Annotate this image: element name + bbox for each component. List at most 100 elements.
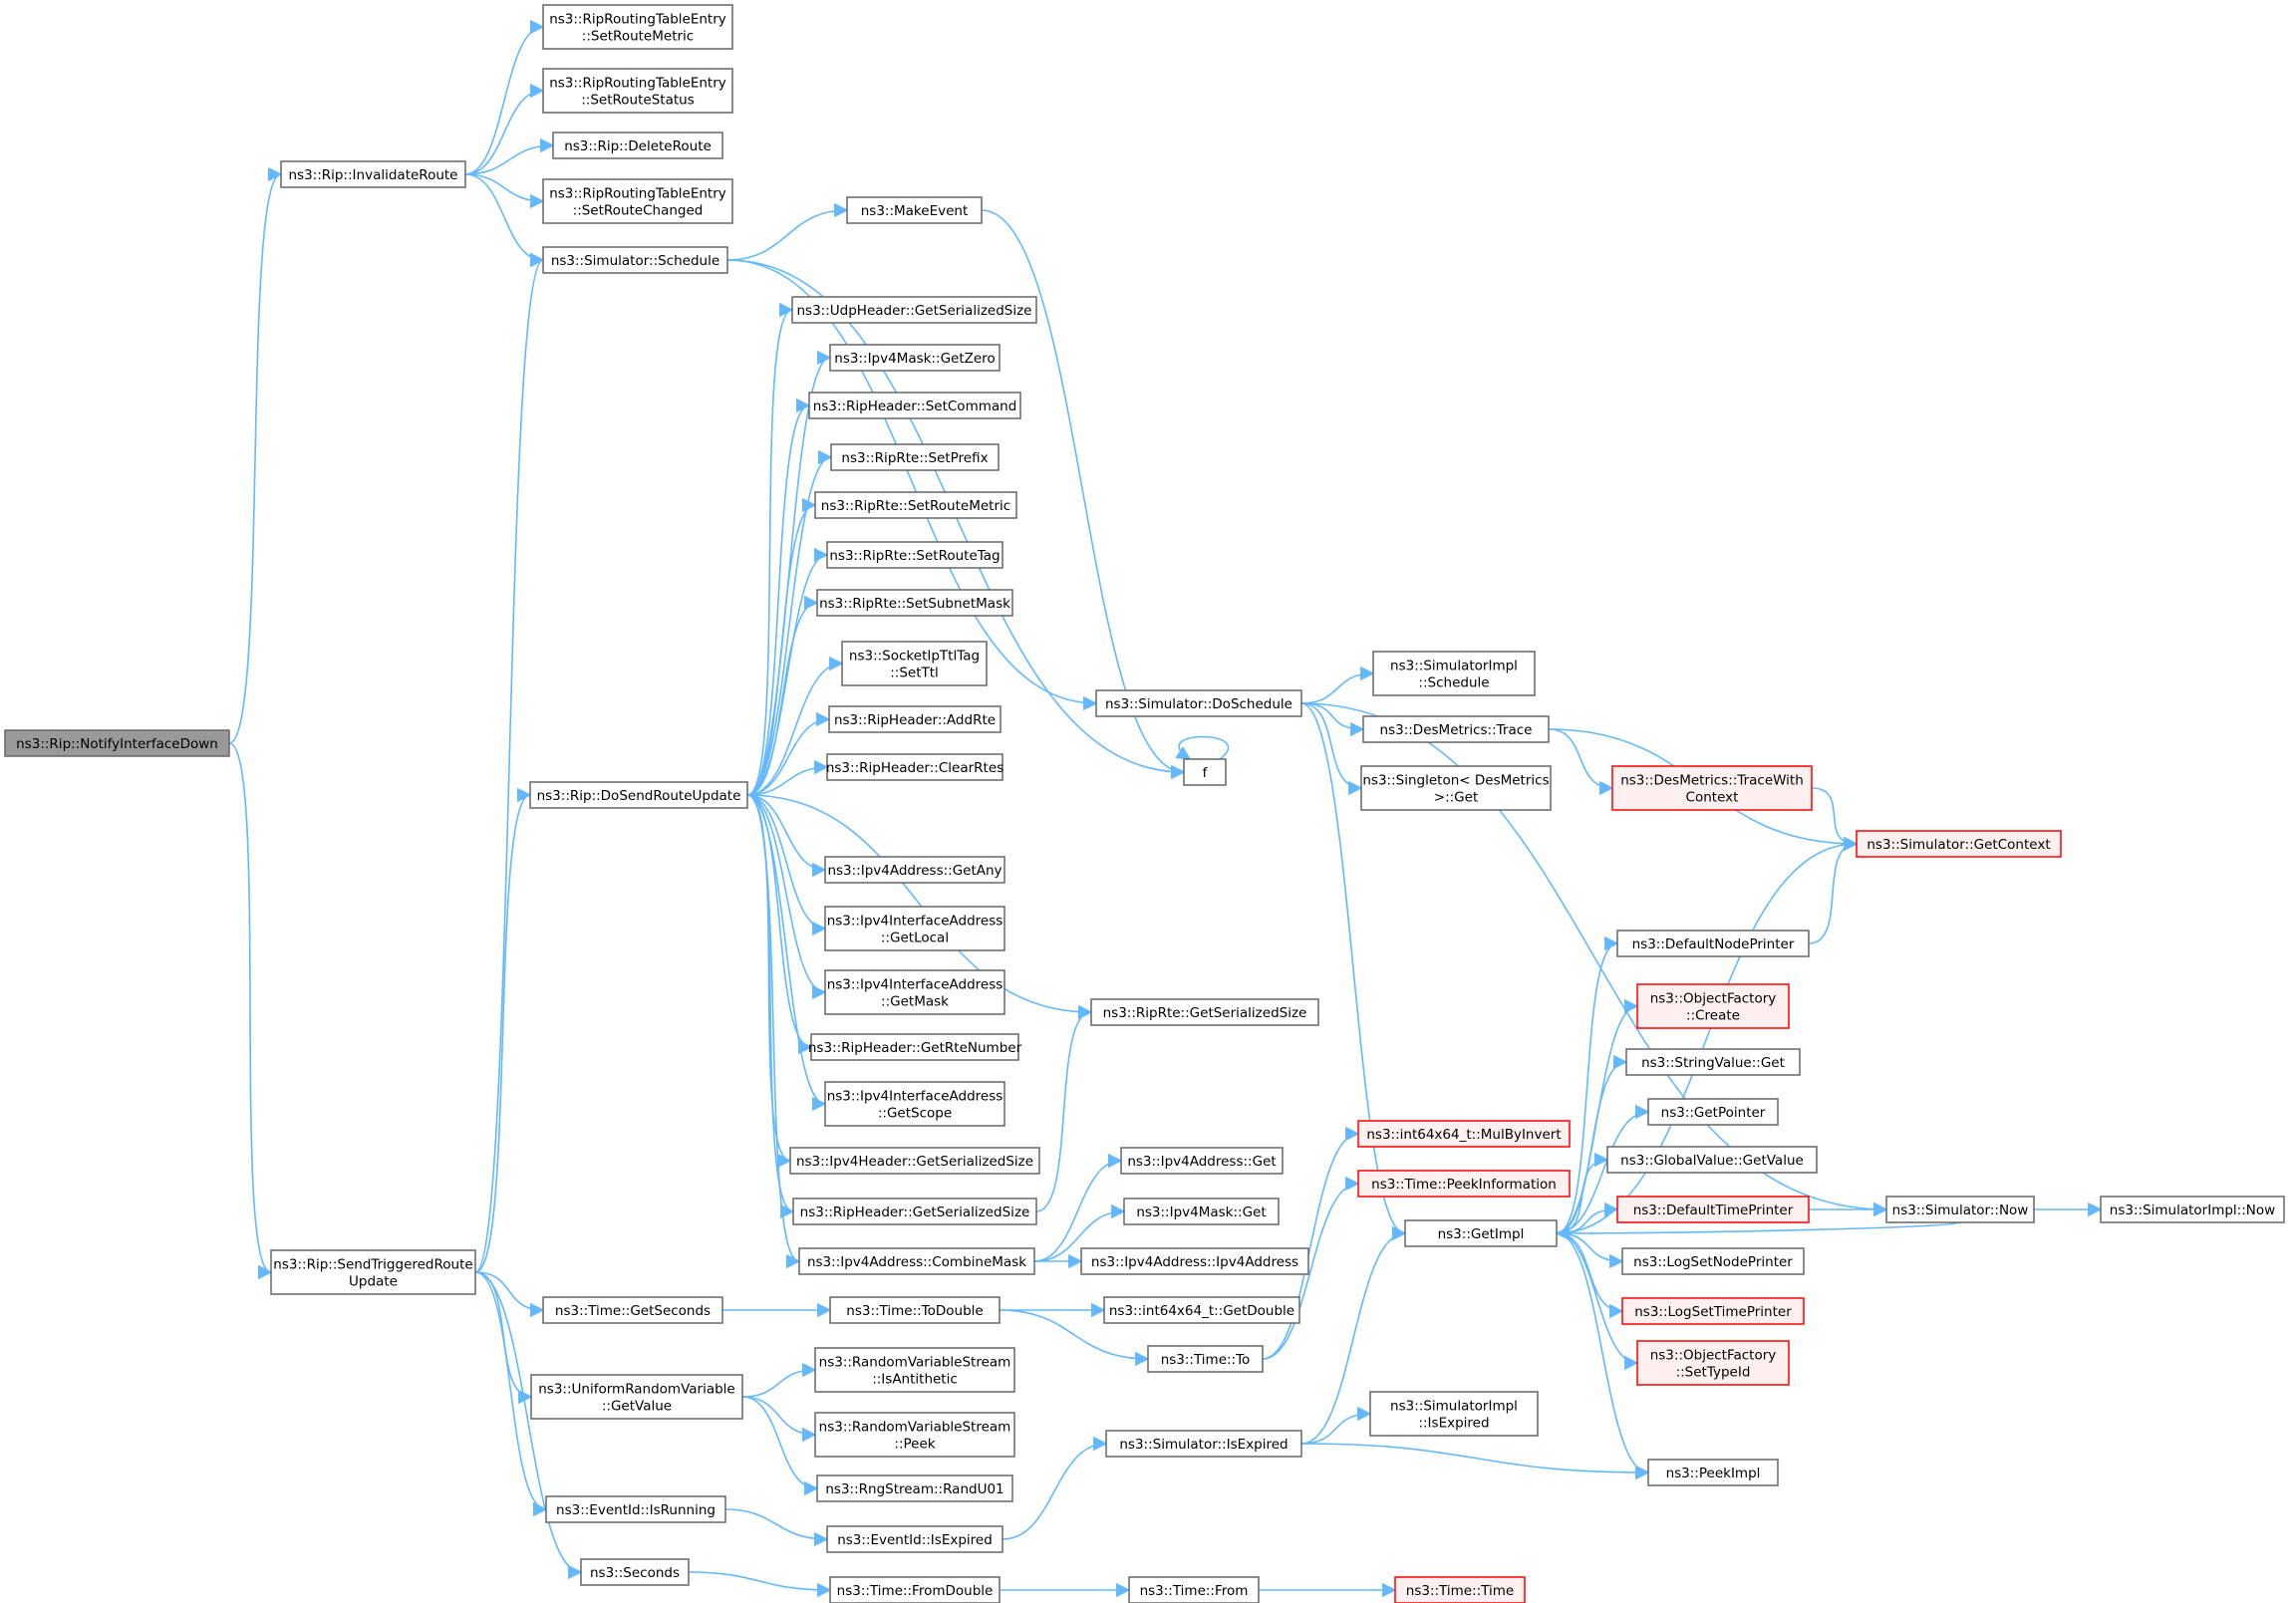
- function-node-timetime[interactable]: ns3::Time::Time: [1394, 1576, 1526, 1603]
- function-node-addrte[interactable]: ns3::RipHeader::AddRte: [828, 705, 1002, 733]
- function-node-f[interactable]: f: [1183, 758, 1227, 786]
- function-node-setcommand[interactable]: ns3::RipHeader::SetCommand: [808, 392, 1021, 419]
- function-node-randu01[interactable]: ns3::RngStream::RandU01: [816, 1474, 1013, 1502]
- node-label: ns3::RipRte::SetRouteMetric: [821, 498, 1010, 514]
- function-node-simimpl_isexpired[interactable]: ns3::SimulatorImpl::IsExpired: [1369, 1391, 1539, 1437]
- function-node-urv_getvalue[interactable]: ns3::UniformRandomVariable::GetValue: [530, 1374, 743, 1420]
- node-label: ns3::GetImpl: [1438, 1226, 1525, 1242]
- function-node-dosend[interactable]: ns3::Rip::DoSendRouteUpdate: [529, 781, 748, 809]
- function-node-getpointer[interactable]: ns3::GetPointer: [1647, 1098, 1779, 1126]
- call-edge-dosend-to-riphdr_getser: [746, 794, 795, 1219]
- function-node-seconds[interactable]: ns3::Seconds: [580, 1558, 690, 1586]
- node-label: ns3::ObjectFactory: [1650, 1348, 1777, 1364]
- node-label: ::GetValue: [602, 1399, 672, 1415]
- function-node-ipv4addr_get[interactable]: ns3::Ipv4Address::Get: [1120, 1147, 1284, 1175]
- function-node-stringvalue_get[interactable]: ns3::StringValue::Get: [1625, 1048, 1801, 1076]
- function-node-simimplnow[interactable]: ns3::SimulatorImpl::Now: [2100, 1196, 2285, 1223]
- node-label: ns3::Rip::DeleteRoute: [564, 138, 712, 154]
- function-node-mask_getzero[interactable]: ns3::Ipv4Mask::GetZero: [829, 344, 1001, 372]
- function-node-getany[interactable]: ns3::Ipv4Address::GetAny: [824, 856, 1005, 884]
- function-node-logsettimeprinter[interactable]: ns3::LogSetTimePrinter: [1621, 1297, 1805, 1325]
- function-node-setroutechanged[interactable]: ns3::RipRoutingTableEntry::SetRouteChang…: [542, 178, 733, 224]
- node-label: ns3::PeekImpl: [1666, 1466, 1761, 1481]
- function-node-int64getdouble[interactable]: ns3::int64x64_t::GetDouble: [1103, 1296, 1300, 1324]
- call-edge-urv_getvalue-to-isantithetic: [741, 1362, 817, 1398]
- function-node-peekinformation[interactable]: ns3::Time::PeekInformation: [1357, 1170, 1571, 1198]
- function-node-setroutetag[interactable]: ns3::RipRte::SetRouteTag: [826, 541, 1004, 569]
- function-node-isrunning[interactable]: ns3::EventId::IsRunning: [545, 1495, 726, 1523]
- node-box: [542, 178, 733, 224]
- function-node-globalvalue_getvalue[interactable]: ns3::GlobalValue::GetValue: [1606, 1146, 1818, 1174]
- function-node-getcontext[interactable]: ns3::Simulator::GetContext: [1856, 830, 2062, 858]
- node-label: ns3::RipRte::GetSerializedSize: [1103, 1005, 1307, 1021]
- call-edge-invalidate-to-setroutemetric_rte: [464, 19, 545, 175]
- function-node-simimpl_schedule[interactable]: ns3::SimulatorImpl::Schedule: [1372, 651, 1536, 696]
- function-node-mulbyinvert[interactable]: ns3::int64x64_t::MulByInvert: [1357, 1120, 1571, 1148]
- function-node-fromdouble[interactable]: ns3::Time::FromDouble: [829, 1576, 1001, 1603]
- function-node-setprefix[interactable]: ns3::RipRte::SetPrefix: [830, 443, 1000, 471]
- function-node-schedule[interactable]: ns3::Simulator::Schedule: [542, 246, 728, 274]
- node-label: ns3::Ipv4Address::CombineMask: [807, 1254, 1026, 1270]
- function-node-ipv4mask_get[interactable]: ns3::Ipv4Mask::Get: [1123, 1198, 1280, 1225]
- node-label: ns3::Ipv4Address::GetAny: [827, 863, 1002, 879]
- function-node-makeevent[interactable]: ns3::MakeEvent: [846, 196, 983, 224]
- function-node-logsetnodeprinter[interactable]: ns3::LogSetNodePrinter: [1621, 1247, 1805, 1275]
- node-box: [1360, 765, 1552, 811]
- call-edge-doschedule-to-desmetrics_trace: [1300, 702, 1365, 737]
- call-edge-dosend-to-getrtenumber: [746, 794, 813, 1055]
- function-node-settypeid[interactable]: ns3::ObjectFactory::SetTypeId: [1636, 1340, 1790, 1386]
- node-label: ns3::SimulatorImpl::Now: [2110, 1202, 2275, 1218]
- node-box: [841, 641, 988, 686]
- function-node-simnow[interactable]: ns3::Simulator::Now: [1885, 1196, 2035, 1223]
- function-node-peek[interactable]: ns3::RandomVariableStream::Peek: [814, 1412, 1015, 1458]
- function-node-peekimpl[interactable]: ns3::PeekImpl: [1647, 1459, 1779, 1486]
- function-node-doschedule[interactable]: ns3::Simulator::DoSchedule: [1095, 689, 1302, 717]
- function-node-setroutestatus[interactable]: ns3::RipRoutingTableEntry::SetRouteStatu…: [542, 68, 733, 114]
- function-node-isantithetic[interactable]: ns3::RandomVariableStream::IsAntithetic: [814, 1347, 1015, 1393]
- node-box: [1625, 1048, 1801, 1076]
- function-node-ipv4addr_ctor[interactable]: ns3::Ipv4Address::Ipv4Address: [1080, 1247, 1309, 1275]
- node-label: ns3::DesMetrics::Trace: [1380, 722, 1533, 738]
- function-node-ipv4hdr_getser[interactable]: ns3::Ipv4Header::GetSerializedSize: [789, 1147, 1040, 1175]
- function-node-todouble[interactable]: ns3::Time::ToDouble: [829, 1296, 1001, 1324]
- function-node-timefrom[interactable]: ns3::Time::From: [1128, 1576, 1260, 1603]
- function-node-getmask[interactable]: ns3::Ipv4InterfaceAddress::GetMask: [824, 969, 1005, 1015]
- function-node-notify[interactable]: ns3::Rip::NotifyInterfaceDown: [4, 729, 230, 757]
- node-label: ns3::Ipv4InterfaceAddress: [827, 977, 1004, 993]
- function-node-setsubnetmask[interactable]: ns3::RipRte::SetSubnetMask: [816, 589, 1013, 617]
- function-node-getimpl[interactable]: ns3::GetImpl: [1404, 1219, 1558, 1247]
- function-node-clearrtes[interactable]: ns3::RipHeader::ClearRtes: [826, 753, 1004, 781]
- function-node-desmetrics_trace[interactable]: ns3::DesMetrics::Trace: [1362, 715, 1550, 743]
- function-node-setttl[interactable]: ns3::SocketIpTtlTag::SetTtl: [841, 641, 988, 686]
- function-node-deleteroute[interactable]: ns3::Rip::DeleteRoute: [552, 132, 723, 159]
- function-node-getseconds[interactable]: ns3::Time::GetSeconds: [542, 1296, 723, 1324]
- function-node-getlocal[interactable]: ns3::Ipv4InterfaceAddress::GetLocal: [824, 906, 1005, 951]
- function-node-riphdr_getser[interactable]: ns3::RipHeader::GetSerializedSize: [792, 1198, 1037, 1225]
- function-node-rte_setroutemetric[interactable]: ns3::RipRte::SetRouteMetric: [814, 491, 1017, 519]
- function-node-udp_getser[interactable]: ns3::UdpHeader::GetSerializedSize: [791, 296, 1037, 324]
- function-node-getrtenumber[interactable]: ns3::RipHeader::GetRteNumber: [808, 1033, 1022, 1061]
- function-node-sim_isexpired[interactable]: ns3::Simulator::IsExpired: [1105, 1430, 1302, 1458]
- function-node-riprte_getser[interactable]: ns3::RipRte::GetSerializedSize: [1090, 998, 1319, 1026]
- function-node-invalidate[interactable]: ns3::Rip::InvalidateRoute: [280, 160, 466, 188]
- node-box: [826, 541, 1004, 569]
- function-node-defaulttimeprinter[interactable]: ns3::DefaultTimePrinter: [1616, 1196, 1810, 1223]
- function-node-defaultnodeprinter[interactable]: ns3::DefaultNodePrinter: [1616, 930, 1810, 957]
- node-box: [792, 1198, 1037, 1225]
- function-node-combinemask[interactable]: ns3::Ipv4Address::CombineMask: [798, 1247, 1035, 1275]
- node-label: ns3::RipHeader::AddRte: [834, 712, 996, 728]
- function-node-setroutemetric_rte[interactable]: ns3::RipRoutingTableEntry::SetRouteMetri…: [542, 4, 733, 50]
- node-label: ns3::RipHeader::GetSerializedSize: [800, 1204, 1030, 1220]
- function-node-eventid_isexpired[interactable]: ns3::EventId::IsExpired: [826, 1525, 1004, 1553]
- function-node-getscope[interactable]: ns3::Ipv4InterfaceAddress::GetScope: [824, 1081, 1005, 1127]
- function-node-singleton_get[interactable]: ns3::Singleton< DesMetrics>::Get: [1360, 765, 1552, 811]
- function-node-timeto[interactable]: ns3::Time::To: [1147, 1345, 1264, 1373]
- function-node-objfactory_create[interactable]: ns3::ObjectFactory::Create: [1636, 983, 1790, 1029]
- call-edge-desmetrics_trace-to-tracewithcontext: [1548, 728, 1614, 796]
- node-label: ns3::DefaultTimePrinter: [1633, 1202, 1794, 1218]
- call-edge-invalidate-to-deleteroute: [464, 137, 555, 175]
- node-label: ns3::Seconds: [590, 1565, 680, 1581]
- node-box: [810, 1033, 1019, 1061]
